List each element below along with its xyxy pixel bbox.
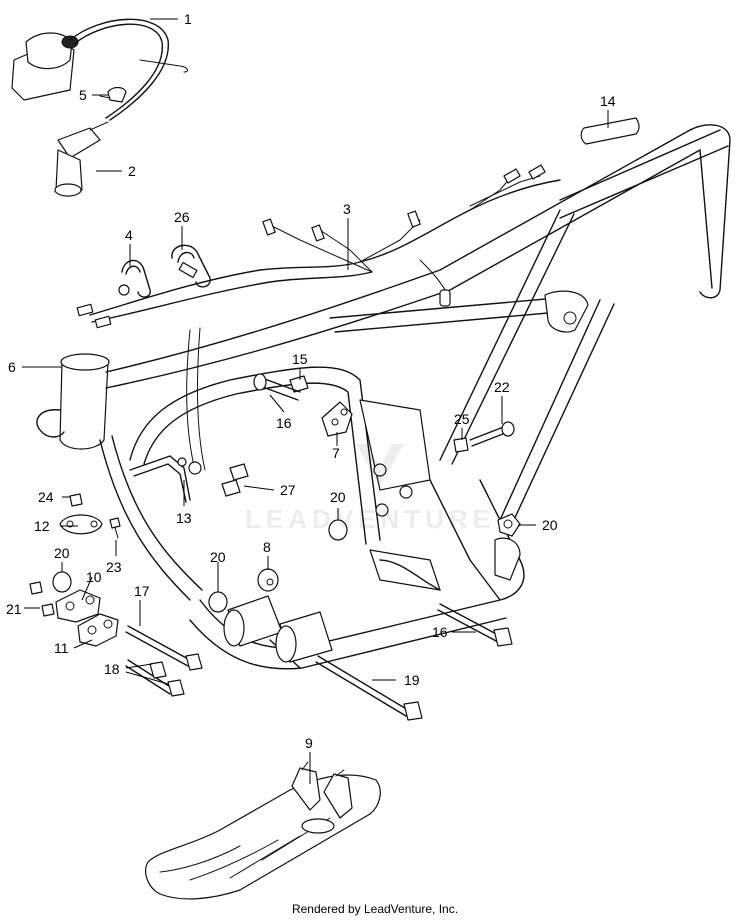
footer-credit: Rendered by LeadVenture, Inc. — [291, 902, 459, 916]
leadventure-logo-icon — [356, 444, 404, 486]
callout-17: 17 — [134, 583, 150, 599]
nut-25 — [453, 437, 469, 453]
callout-19: 19 — [404, 672, 420, 688]
nut-21 — [29, 581, 55, 617]
callout-16a: 16 — [276, 415, 292, 431]
callout-24: 24 — [38, 489, 54, 505]
callout-20d: 20 — [54, 545, 70, 561]
band-26 — [171, 244, 211, 288]
callout-26: 26 — [174, 209, 190, 225]
bolt-22 — [469, 421, 515, 447]
protector-14 — [580, 117, 640, 145]
ignition-coil — [11, 18, 188, 121]
callout-21: 21 — [6, 601, 22, 617]
callout-20a: 20 — [330, 489, 346, 505]
collar-20-left — [52, 571, 72, 593]
clamp-13 — [129, 455, 191, 503]
plate-11 — [77, 613, 119, 647]
bolt-15 — [289, 375, 309, 393]
callout-8: 8 — [263, 539, 271, 555]
callout-15: 15 — [292, 351, 308, 367]
callout-20b: 20 — [542, 517, 558, 533]
plate-7 — [321, 401, 353, 437]
callout-14: 14 — [600, 93, 616, 109]
callouts: 1 2 3 4 5 6 7 8 9 10 11 12 13 14 15 16 1… — [6, 11, 616, 751]
bolt-27 — [221, 463, 249, 497]
callout-16b: 16 — [432, 624, 448, 640]
collar-8 — [257, 568, 279, 592]
holder-12 — [59, 514, 103, 535]
bolt-16-lower — [437, 603, 513, 647]
nut-24 — [69, 493, 83, 507]
callout-12: 12 — [34, 518, 50, 534]
nut-20-right — [497, 513, 521, 537]
callout-2: 2 — [128, 163, 136, 179]
band-4 — [118, 259, 151, 298]
callout-1: 1 — [184, 11, 192, 27]
callout-10: 10 — [86, 569, 102, 585]
frame — [36, 124, 731, 670]
skid-plate — [145, 761, 381, 900]
callout-22: 22 — [494, 379, 510, 395]
callout-9: 9 — [305, 735, 313, 751]
bolt-18 — [125, 659, 185, 697]
callout-25: 25 — [454, 411, 470, 427]
bolt-16-upper — [253, 373, 301, 401]
plate-10 — [55, 589, 101, 623]
bolt-17 — [125, 625, 203, 671]
callout-20c: 20 — [210, 549, 226, 565]
callout-18: 18 — [104, 661, 120, 677]
bolt-19 — [315, 655, 423, 721]
clamp-5 — [99, 86, 127, 103]
callout-3: 3 — [343, 201, 351, 217]
callout-5: 5 — [79, 87, 87, 103]
callout-23: 23 — [106, 559, 122, 575]
callout-7: 7 — [332, 445, 340, 461]
callout-6: 6 — [8, 359, 16, 375]
spark-plug-cap — [54, 121, 109, 197]
bolt-23 — [109, 517, 121, 539]
wiring-harness — [76, 164, 561, 475]
callout-11: 11 — [54, 640, 69, 656]
collar-20-lower — [208, 591, 228, 613]
callout-13: 13 — [176, 510, 192, 526]
callout-4: 4 — [125, 227, 133, 243]
watermark-text: LEADVENTURE — [245, 504, 496, 534]
callout-27: 27 — [280, 482, 296, 498]
leader-lines — [22, 18, 609, 784]
